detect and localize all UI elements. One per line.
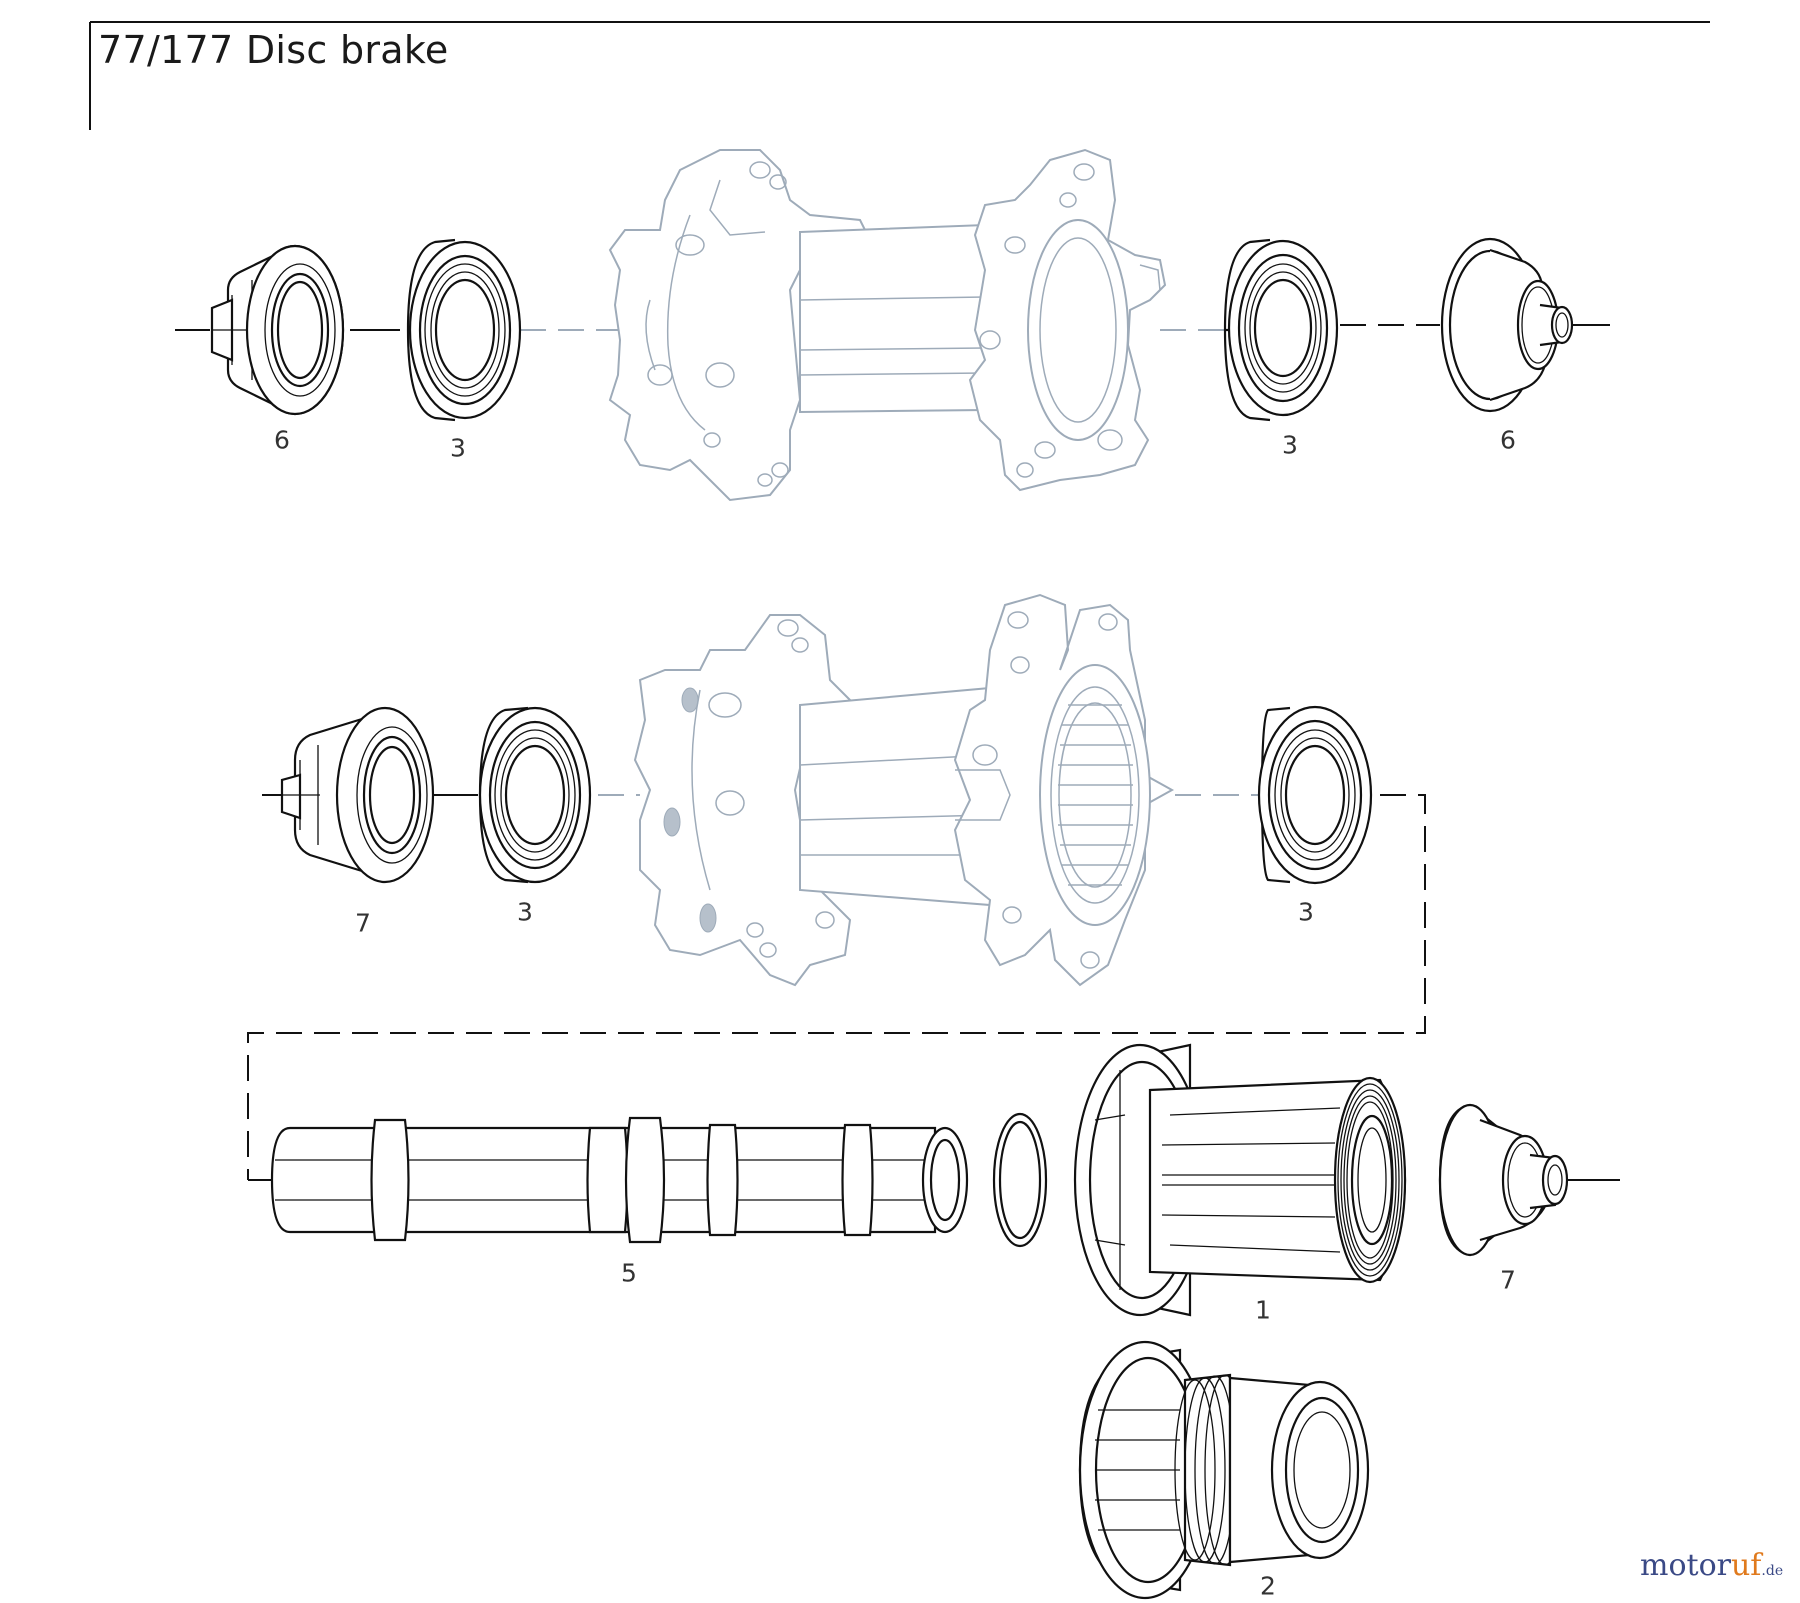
callout-front-left-end-cap: 6 — [274, 425, 290, 455]
callout-freehub-body-alt: 2 — [1260, 1571, 1276, 1601]
callout-rear-left-end-cap: 7 — [355, 908, 371, 938]
axle-grooves — [370, 1116, 874, 1244]
callout-front-right-end-cap: 6 — [1500, 425, 1516, 455]
freehub-body — [1073, 1043, 1407, 1317]
rear-left-bearing — [478, 706, 592, 884]
front-right-end-cap — [1440, 237, 1574, 413]
front-left-end-cap — [210, 244, 345, 416]
callout-front-right-bearing: 3 — [1282, 430, 1298, 460]
o-ring — [992, 1112, 1048, 1248]
rear-hub-assembly — [247, 593, 1426, 1181]
freehub-ratchet-teeth — [1058, 704, 1133, 886]
rear-right-bearing — [1257, 705, 1373, 885]
callout-rear-right-bearing: 3 — [1298, 897, 1314, 927]
watermark-logo: motoruf.de — [1640, 1548, 1783, 1583]
front-right-bearing — [1223, 238, 1339, 422]
freehub-body-alternative — [1078, 1340, 1370, 1600]
callout-freehub-body: 1 — [1255, 1295, 1271, 1325]
axle-assembly — [270, 1043, 1620, 1600]
watermark-name: motoruf — [1640, 1548, 1762, 1583]
callout-axle: 5 — [621, 1258, 637, 1288]
title-frame — [89, 21, 1710, 130]
front-left-bearing — [406, 238, 522, 422]
axle — [270, 1116, 969, 1244]
callout-rear-right-end-cap: 7 — [1500, 1265, 1516, 1295]
diagram-title: 77/177 Disc brake — [98, 28, 449, 72]
rear-left-end-cap — [280, 706, 435, 884]
rear-hub-shell — [633, 593, 1175, 987]
freehub-splines — [1161, 1107, 1341, 1253]
callout-front-left-bearing: 3 — [450, 433, 466, 463]
front-hub-shell — [608, 148, 1167, 502]
alt-freehub-ribs — [1095, 1409, 1180, 1531]
watermark-name-accent: uf — [1730, 1548, 1762, 1583]
callout-rear-left-bearing: 3 — [517, 897, 533, 927]
watermark-tld: .de — [1761, 1563, 1784, 1579]
rear-right-end-cap — [1438, 1103, 1620, 1257]
front-hub-assembly — [175, 148, 1610, 502]
